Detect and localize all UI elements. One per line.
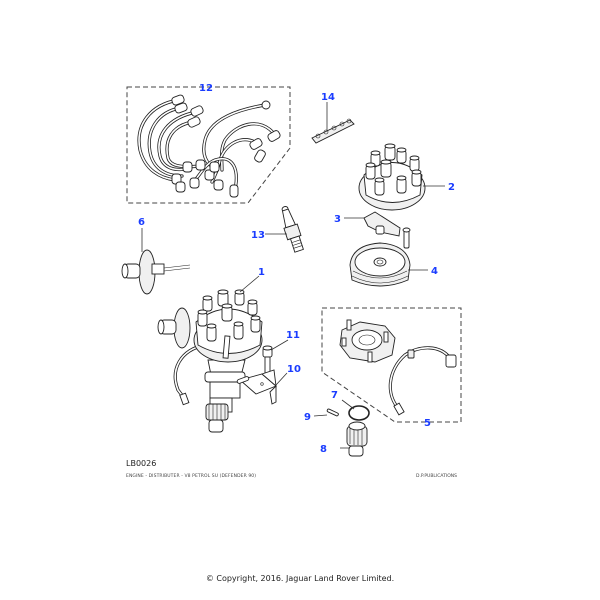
ht-lead-set[interactable] xyxy=(126,86,291,204)
publisher-label: D.P.PUBLICATIONS xyxy=(416,474,457,479)
callout-8[interactable]: 8 xyxy=(320,444,327,455)
lead-separator[interactable] xyxy=(311,118,355,144)
bolt[interactable] xyxy=(262,345,273,374)
flash-shield[interactable] xyxy=(349,242,411,287)
roll-pin[interactable] xyxy=(326,408,339,417)
callout-12[interactable]: 12 xyxy=(199,83,213,94)
drive-gear[interactable] xyxy=(346,421,368,457)
spark-plug[interactable] xyxy=(278,205,306,254)
callouts: 1 2 3 4 5 6 7 8 9 10 11 12 13 14 xyxy=(138,83,455,455)
clamp-bracket[interactable] xyxy=(236,369,277,405)
callout-1[interactable]: 1 xyxy=(258,267,265,278)
callout-9[interactable]: 9 xyxy=(304,412,311,423)
callout-4[interactable]: 4 xyxy=(431,266,438,277)
rotor-arm[interactable] xyxy=(363,211,411,249)
leader-lines xyxy=(141,102,445,449)
vacuum-advance-unit[interactable] xyxy=(121,249,191,295)
copyright-notice: © Copyright, 2016. Jaguar Land Rover Lim… xyxy=(205,574,395,583)
distributor-cap[interactable] xyxy=(358,143,426,211)
diagram-reference: LB0026 xyxy=(126,459,157,468)
o-ring[interactable] xyxy=(348,405,370,421)
callout-14[interactable]: 14 xyxy=(321,92,335,103)
callout-13[interactable]: 13 xyxy=(251,230,265,241)
diagram-caption: ENGINE - DISTRIBUTER - V8 PETROL SU (DEF… xyxy=(126,474,257,479)
callout-7[interactable]: 7 xyxy=(331,390,338,401)
distributor-assembly[interactable] xyxy=(157,289,263,433)
callout-11[interactable]: 11 xyxy=(286,330,300,341)
callout-2[interactable]: 2 xyxy=(448,182,455,193)
callout-3[interactable]: 3 xyxy=(334,214,341,225)
callout-10[interactable]: 10 xyxy=(287,364,301,375)
callout-6[interactable]: 6 xyxy=(138,217,145,228)
callout-5[interactable]: 5 xyxy=(424,418,431,429)
pickup-module-kit[interactable] xyxy=(321,307,462,423)
